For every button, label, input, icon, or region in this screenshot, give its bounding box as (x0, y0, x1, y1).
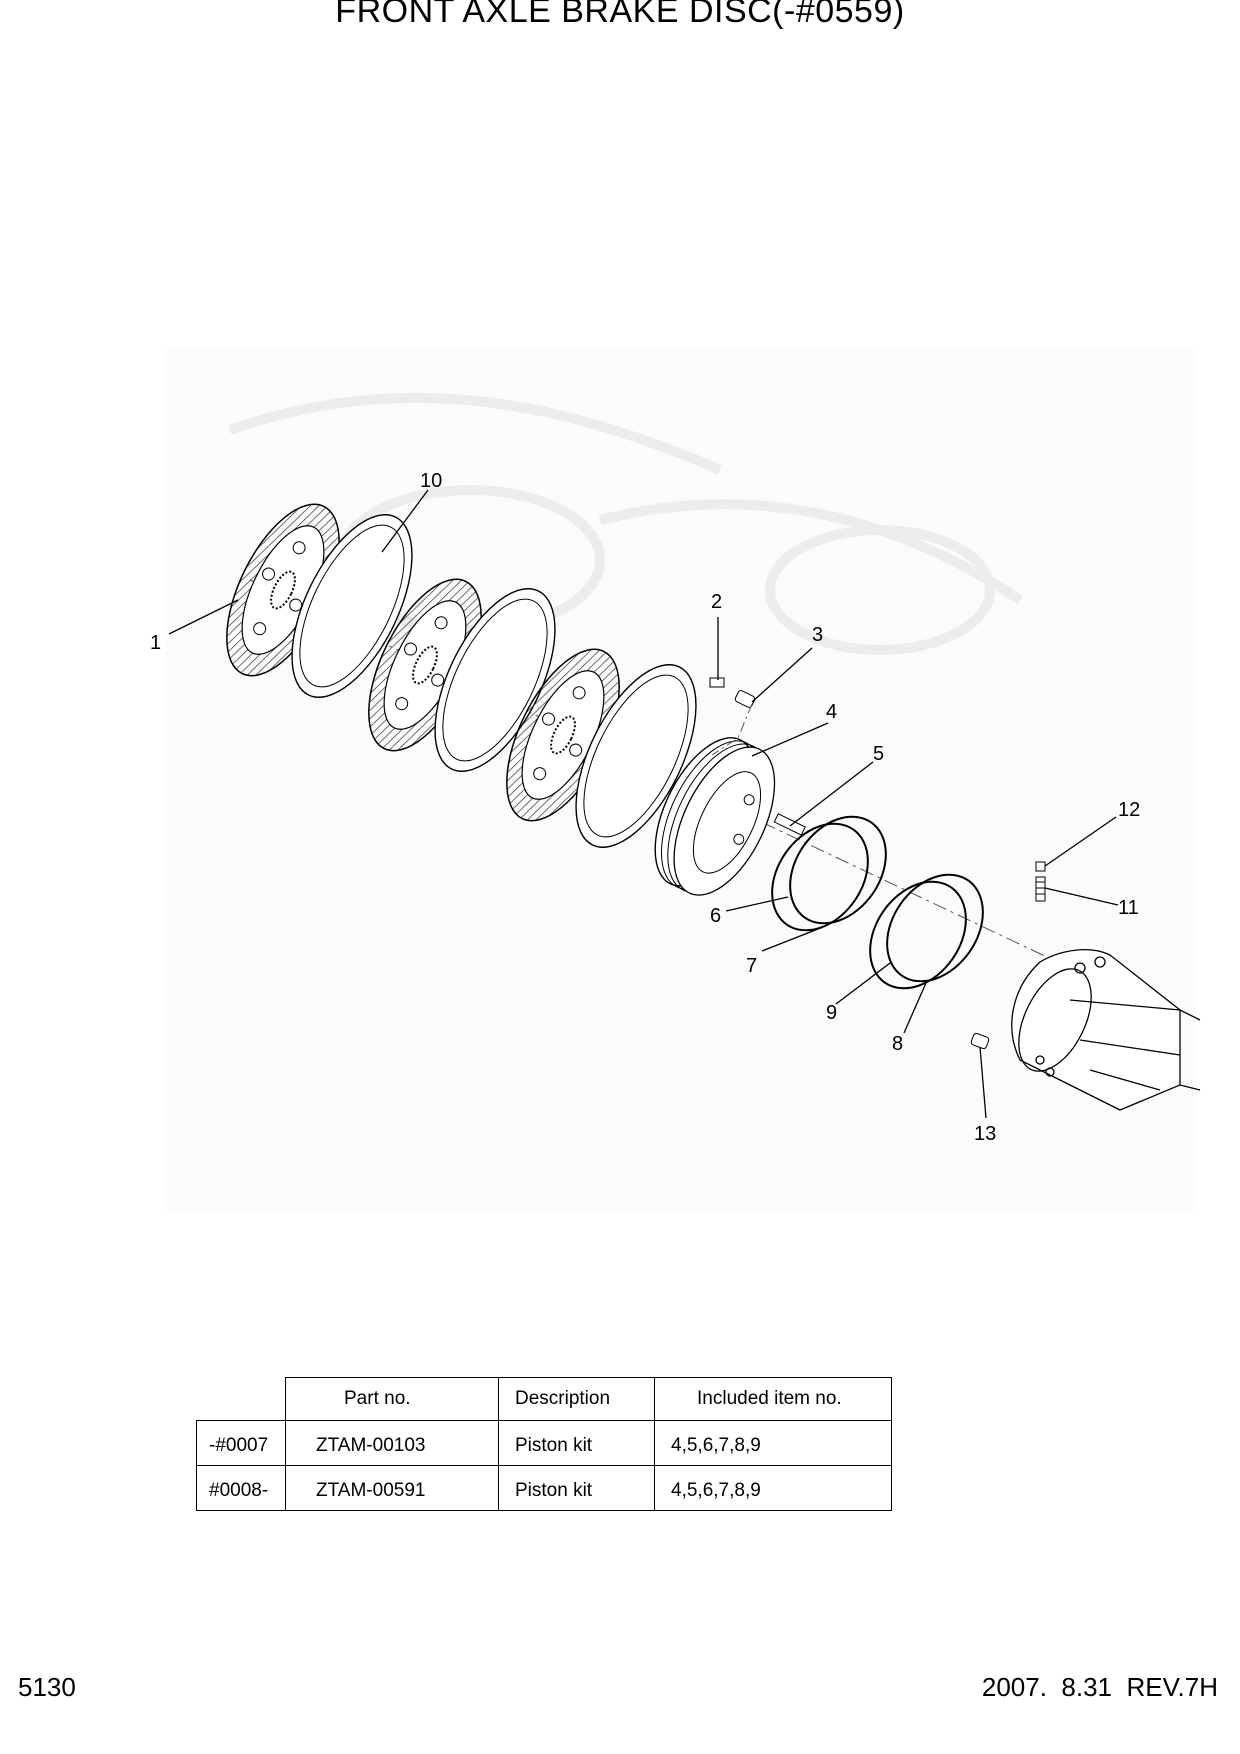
plug-3 (734, 690, 756, 708)
callout-3: 3 (812, 624, 823, 646)
callout-5: 5 (873, 743, 884, 765)
header-serial (196, 1377, 286, 1421)
axle-housing (1011, 949, 1201, 1111)
part-number: ZTAM-00591 (285, 1465, 499, 1511)
callout-8: 8 (892, 1033, 903, 1055)
callout-9: 9 (826, 1002, 837, 1024)
callout-labels: 1 2 3 4 5 6 7 8 9 10 11 12 13 (150, 470, 1140, 1145)
callout-2: 2 (711, 591, 722, 613)
page-number: 5130 (18, 1672, 76, 1702)
serial-range: #0008- (196, 1465, 286, 1511)
description: Piston kit (498, 1420, 655, 1466)
header-part-no: Part no. (285, 1377, 499, 1421)
callout-13: 13 (974, 1123, 996, 1145)
callout-6: 6 (710, 905, 721, 927)
piston-4 (654, 737, 776, 896)
pin-2 (709, 677, 725, 688)
bleeder-11 (1035, 876, 1046, 902)
page-title: FRONT AXLE BRAKE DISC(-#0559) (335, 0, 905, 30)
seal-ring-6-7 (771, 815, 887, 932)
table-header-row: Part no. Description Included item no. (196, 1377, 892, 1421)
callout-12: 12 (1118, 799, 1140, 821)
cap-12 (1035, 861, 1046, 872)
callout-10: 10 (420, 470, 442, 492)
header-description: Description (498, 1377, 655, 1421)
included-items: 4,5,6,7,8,9 (654, 1420, 892, 1466)
part-number: ZTAM-00103 (285, 1420, 499, 1466)
header-included-items: Included item no. (654, 1377, 892, 1421)
callout-4: 4 (826, 701, 837, 723)
included-items: 4,5,6,7,8,9 (654, 1465, 892, 1511)
friction-disc-1 (226, 503, 340, 677)
seal-ring-8-9 (869, 873, 984, 990)
callout-1: 1 (150, 632, 161, 654)
callout-11: 11 (1118, 897, 1139, 919)
leader-lines (168, 489, 1119, 1119)
bleeder-5 (773, 813, 806, 836)
steel-plate-10 (291, 514, 413, 698)
steel-plate-last (575, 664, 697, 848)
table-row: -#0007 ZTAM-00103 Piston kit 4,5,6,7,8,9 (196, 1420, 892, 1466)
piston-kit-table: Part no. Description Included item no. -… (196, 1377, 892, 1511)
bushing-13 (970, 1032, 990, 1050)
revision-date: 2007. 8.31 REV.7H (981, 1672, 1218, 1702)
description: Piston kit (498, 1465, 655, 1511)
serial-range: -#0007 (196, 1420, 286, 1466)
callout-7: 7 (746, 955, 757, 977)
table-row: #0008- ZTAM-00591 Piston kit 4,5,6,7,8,9 (196, 1465, 892, 1511)
